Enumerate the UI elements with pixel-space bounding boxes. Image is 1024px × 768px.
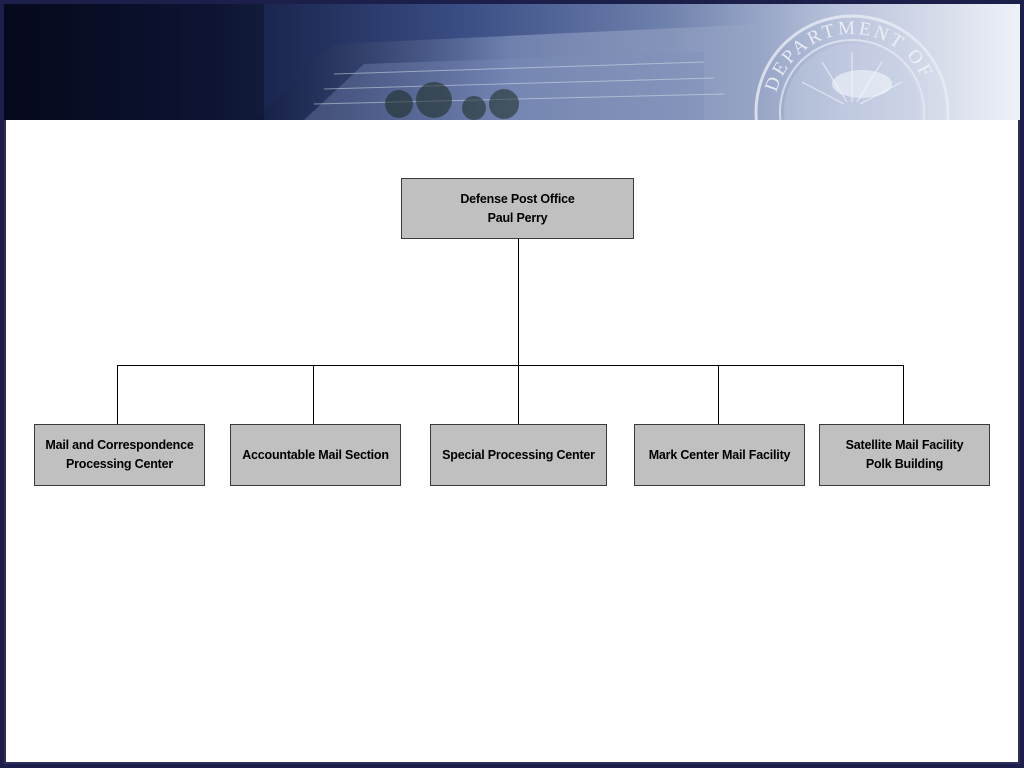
connector-child-2 bbox=[313, 365, 314, 425]
slide: DEPARTMENT OF Defense Post Office Paul P… bbox=[4, 4, 1020, 764]
org-box-mark-center: Mark Center Mail Facility bbox=[634, 424, 805, 486]
org-box-line1: Accountable Mail Section bbox=[242, 447, 389, 462]
pentagon-building-image bbox=[4, 4, 764, 120]
org-box-line2: Polk Building bbox=[865, 457, 944, 471]
connector-horizontal bbox=[117, 365, 904, 366]
org-box-defense-post-office: Defense Post Office Paul Perry bbox=[401, 178, 634, 239]
org-box-mail-correspondence: Mail and Correspondence Processing Cente… bbox=[34, 424, 205, 486]
org-box-line2: Processing Center bbox=[65, 457, 174, 471]
org-box-special-processing: Special Processing Center bbox=[430, 424, 607, 486]
org-box-line1: Defense Post Office bbox=[460, 191, 575, 206]
header-banner: DEPARTMENT OF bbox=[4, 4, 1020, 120]
org-box-line1: Mail and Correspondence bbox=[45, 438, 194, 452]
org-box-line1: Special Processing Center bbox=[442, 447, 595, 462]
org-box-accountable-mail: Accountable Mail Section bbox=[230, 424, 401, 486]
connector-child-4 bbox=[718, 365, 719, 425]
department-seal-icon: DEPARTMENT OF bbox=[754, 14, 950, 120]
org-box-satellite-mail: Satellite Mail Facility Polk Building bbox=[819, 424, 990, 486]
connector-child-3 bbox=[518, 365, 519, 425]
org-box-line2: Paul Perry bbox=[487, 210, 548, 225]
org-box-line1: Mark Center Mail Facility bbox=[648, 447, 791, 462]
connector-child-5 bbox=[903, 365, 904, 425]
org-box-line1: Satellite Mail Facility bbox=[845, 438, 964, 452]
connector-root-vertical bbox=[518, 238, 519, 366]
connector-child-1 bbox=[117, 365, 118, 425]
